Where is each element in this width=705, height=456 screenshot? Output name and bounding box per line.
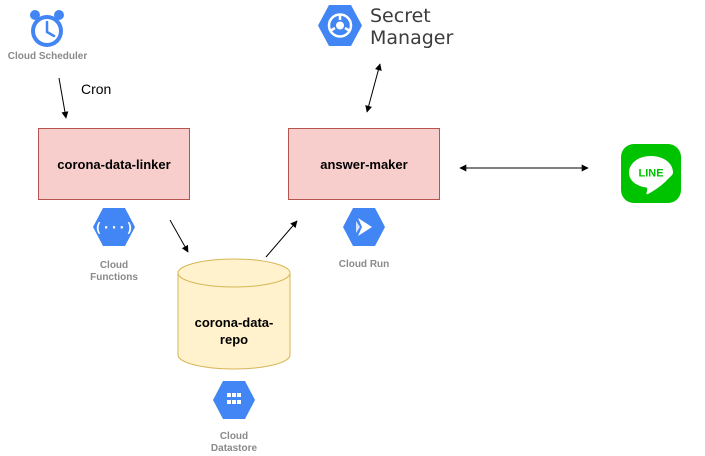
arrow-answer-maker-secret-manager: [365, 63, 382, 113]
cloud-run-label: Cloud Run: [338, 259, 390, 270]
corona-data-repo-label: corona-data- repo: [194, 315, 274, 347]
corona-data-repo-cylinder[interactable]: [177, 258, 291, 372]
cloud-functions-label: Cloud Functions: [90, 260, 138, 283]
svg-text:(···): (···): [94, 221, 133, 236]
cloud-datastore-label: Cloud Datastore: [210, 431, 258, 454]
arrow-linker-to-repo: [169, 219, 189, 253]
alarm-clock-icon: [30, 10, 64, 47]
cloud-functions-icon: (···): [93, 208, 135, 246]
corona-data-linker-node[interactable]: corona-data-linker: [38, 128, 190, 200]
line-logo-text: LINE: [638, 168, 663, 180]
secret-manager-label: Secret Manager: [370, 5, 454, 49]
secret-manager-icon: [318, 5, 362, 46]
cloud-run-icon: [343, 208, 385, 246]
cloud-datastore-icon: [213, 381, 255, 419]
line-logo-icon: LINE: [621, 144, 681, 203]
cloud-scheduler-label: Cloud Scheduler: [7, 51, 88, 62]
cron-edge-label: Cron: [81, 81, 112, 97]
arrow-repo-to-answer-maker: [265, 220, 298, 258]
arrow-scheduler-to-linker: [58, 77, 69, 119]
answer-maker-node[interactable]: answer-maker: [288, 128, 440, 200]
